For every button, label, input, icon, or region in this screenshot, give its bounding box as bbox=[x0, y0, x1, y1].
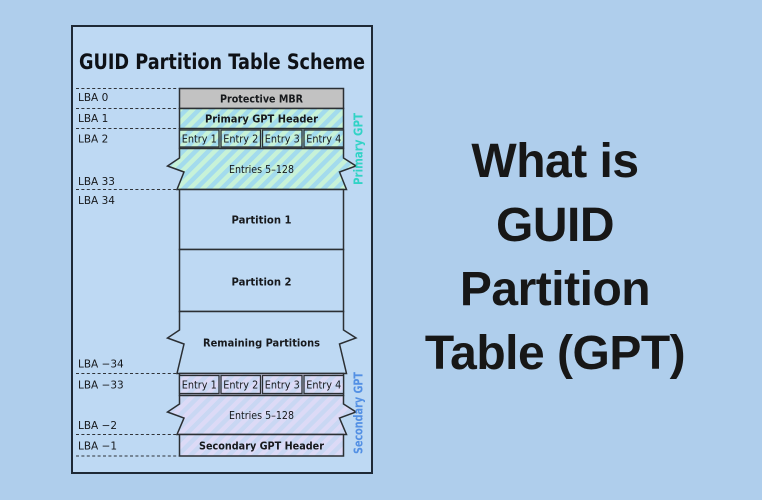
lba-dashed-lines bbox=[76, 87, 179, 457]
entry-cell bbox=[178, 129, 220, 148]
entry-label: Entry 2 bbox=[223, 380, 258, 392]
headline: What is GUID Partition Table (GPT) bbox=[399, 130, 711, 386]
lba-label: LBA 1 bbox=[78, 113, 108, 125]
secondary-entries-rest-block bbox=[165, 394, 358, 436]
entry-label: Entry 3 bbox=[265, 380, 300, 392]
primary-entry-cells: Entry 1 Entry 2 Entry 3 Entry 4 bbox=[178, 129, 345, 148]
partition-1-label: Partition 1 bbox=[232, 214, 292, 227]
lba-label: LBA 34 bbox=[78, 195, 115, 207]
secondary-gpt-header-block bbox=[178, 433, 345, 457]
headline-line-2: GUID bbox=[496, 199, 615, 252]
entry-label: Entry 2 bbox=[223, 134, 258, 146]
remaining-partitions-block bbox=[165, 310, 358, 375]
primary-gpt-header-label: Primary GPT Header bbox=[205, 113, 319, 126]
entry-label: Entry 1 bbox=[182, 134, 217, 146]
entry-label: Entry 3 bbox=[265, 134, 300, 146]
lba-label: LBA −33 bbox=[78, 380, 124, 392]
primary-entries-rest-label: Entries 5–128 bbox=[229, 164, 294, 176]
secondary-entries-rest-label: Entries 5–128 bbox=[229, 410, 294, 422]
entry-cell bbox=[261, 374, 303, 395]
headline-line-1: What is bbox=[471, 135, 639, 188]
entry-cell bbox=[303, 374, 345, 395]
headline-line-3: Partition bbox=[459, 263, 651, 316]
entry-label: Entry 4 bbox=[306, 380, 341, 392]
secondary-gpt-header-label: Secondary GPT Header bbox=[199, 440, 324, 453]
headline-line-4: Table (GPT) bbox=[424, 327, 686, 380]
lba-label: LBA −34 bbox=[78, 359, 124, 371]
partition-2-block bbox=[178, 248, 345, 313]
remaining-partitions-label: Remaining Partitions bbox=[203, 337, 320, 350]
entry-label: Entry 1 bbox=[182, 380, 217, 392]
partition-1-block bbox=[178, 188, 345, 251]
entry-cell bbox=[178, 374, 220, 395]
diagram-title: GUID Partition Table Scheme bbox=[79, 50, 365, 74]
primary-gpt-side-label: Primary GPT bbox=[352, 112, 366, 185]
entry-cell bbox=[220, 129, 262, 148]
secondary-entry-cells: Entry 1 Entry 2 Entry 3 Entry 4 bbox=[178, 374, 345, 395]
lba-label: LBA 2 bbox=[78, 134, 108, 146]
protective-mbr-label: Protective MBR bbox=[220, 93, 303, 106]
lba-label: LBA −1 bbox=[78, 441, 117, 453]
primary-entries-rest-block bbox=[165, 147, 358, 191]
lba-label: LBA −2 bbox=[78, 420, 117, 432]
entry-label: Entry 4 bbox=[306, 134, 341, 146]
secondary-gpt-side-label: Secondary GPT bbox=[352, 371, 366, 454]
lba-label: LBA 0 bbox=[78, 92, 108, 104]
entry-cell bbox=[261, 129, 303, 148]
lba-label: LBA 33 bbox=[78, 176, 115, 188]
entry-cell bbox=[303, 129, 345, 148]
partition-2-label: Partition 2 bbox=[232, 276, 292, 289]
lba-labels: LBA 0 LBA 1 LBA 2 LBA 33 LBA 34 LBA −34 … bbox=[78, 92, 124, 453]
entry-cell bbox=[220, 374, 262, 395]
